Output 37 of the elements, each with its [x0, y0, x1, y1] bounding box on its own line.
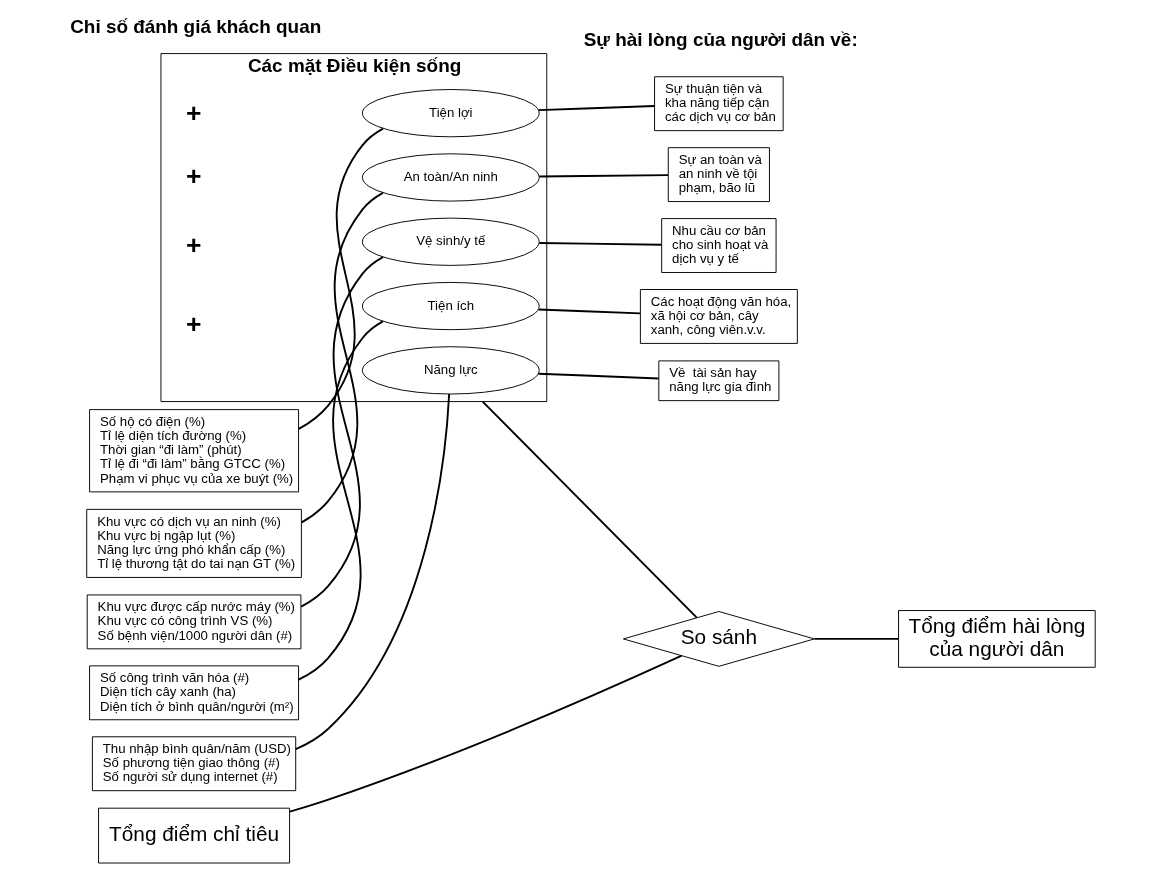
- label: Chỉ số đánh giá khách quan: [70, 15, 322, 37]
- connector: [537, 308, 642, 315]
- node-box: Số công trình văn hóa (#) Diện tích cây xanh (ha) Diện tích ở bình quân/người (m²): [89, 665, 300, 721]
- label: +: [186, 160, 202, 191]
- node-box: Sự an toàn và an ninh về tội phạm, bão lũ: [667, 147, 770, 203]
- node-diamond: So sánh: [622, 611, 815, 667]
- connector: [813, 637, 900, 640]
- connector: [297, 320, 384, 681]
- node-ellipse: An toàn/An ninh: [361, 153, 540, 202]
- node-ellipse: Tiện ích: [361, 281, 540, 331]
- node-box: Khu vực được cấp nước máy (%) Khu vực có công trình VS (%) Số bệnh viện/1000 người dân (#): [86, 594, 302, 650]
- node-ellipse: Vệ sinh/y tế: [361, 217, 540, 266]
- node-box: Thu nhập bình quân/năm (USD) Số phương tiện giao thông (#) Số người sử dụng internet (#): [91, 736, 297, 792]
- node-box: Nhu cầu cơ bản cho sinh hoạt và dịch vụ y tế: [661, 218, 777, 273]
- node-box: Tổng điểm chỉ tiêu: [98, 807, 291, 864]
- connector: [537, 372, 660, 380]
- connector: [538, 174, 669, 178]
- connector: [294, 393, 451, 751]
- node-box: Về tài sản hay năng lực gia đình: [658, 360, 780, 402]
- label: Sự hài lòng của người dân về:: [583, 29, 858, 51]
- node-box: Sự thuận tiện và kha năng tiếp cận các dịch vụ cơ bản: [654, 76, 784, 132]
- connector: [538, 242, 663, 246]
- label: +: [186, 229, 202, 260]
- node-box: Các hoạt động văn hóa, xã hội cơ bản, cây xanh, công viên.v.v.: [639, 289, 798, 344]
- node-box: Khu vực có dịch vụ an ninh (%) Khu vực bị ngập lụt (%) Năng lực ứng phó khẩn cấp (%) Tỉ lệ thương tật do tai nạn GT (%): [86, 508, 302, 578]
- node-ellipse: Tiện lợi: [361, 89, 540, 138]
- node-box: Số hộ có điện (%) Tỉ lệ diện tích đường (%) Thời gian “đi làm” (phút) Tỉ lệ đi “đi làm” bằng GTCC (%) Phạm vi phục vụ của xe buýt (%): [89, 409, 300, 493]
- connector: [481, 400, 698, 619]
- connector: [537, 105, 656, 112]
- connector: [297, 127, 384, 430]
- label: +: [186, 97, 202, 128]
- connector: [300, 191, 384, 524]
- node-box: Tổng điểm hài lòng của người dân: [898, 610, 1096, 668]
- label: +: [186, 309, 202, 340]
- node-ellipse: Năng lực: [361, 346, 540, 395]
- connector: [288, 654, 683, 813]
- connector: [300, 256, 384, 608]
